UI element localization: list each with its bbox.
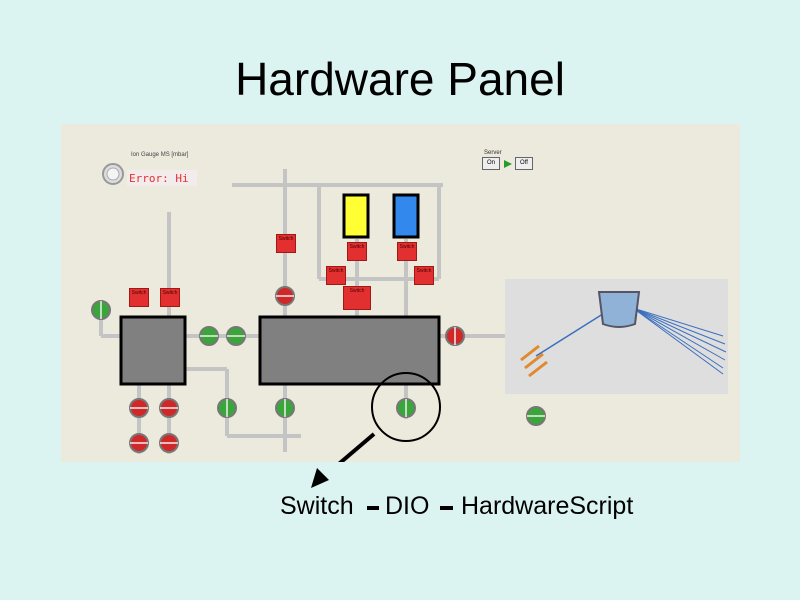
optics-diagram [520,291,727,378]
chamber-left [119,315,187,386]
play-arrow-icon [504,160,512,168]
hardware-panel: Ion Gauge MS [mbar] Error: Hi Server On … [61,124,740,462]
switch-button[interactable]: Switch [414,266,434,285]
switch-button[interactable]: Switch [343,286,371,310]
valve-icon[interactable] [275,286,295,306]
gauge-label: Ion Gauge MS [mbar] [131,152,189,158]
valve-icon[interactable] [526,406,546,426]
server-off-button[interactable]: Off [515,157,533,170]
valve-icon[interactable] [129,433,149,453]
highlight-circle-icon [371,372,441,442]
caption-dash [367,506,379,510]
valve-icon[interactable] [396,398,416,418]
lamp-blue [392,193,420,239]
valve-icon[interactable] [275,398,295,418]
valve-icon[interactable] [226,326,246,346]
caption-dash [440,506,453,510]
valve-icon[interactable] [159,398,179,418]
error-readout: Error: Hi [129,172,189,185]
slide-title: Hardware Panel [235,53,565,105]
arrow-head-icon [311,468,329,488]
arrow-icon [338,432,376,462]
caption-dio: DIO [385,492,430,520]
valve-icon[interactable] [159,433,179,453]
gauge-readout [127,170,197,186]
power-knob-icon[interactable] [102,163,124,185]
lamp-yellow [342,193,370,239]
switch-button[interactable]: Switch [160,288,180,307]
valve-icon[interactable] [199,326,219,346]
switch-button[interactable]: Switch [276,234,296,253]
switch-button[interactable]: Switch [129,288,149,307]
panel-diagram [91,160,728,462]
switch-button[interactable]: Switch [347,242,367,261]
valve-icon[interactable] [445,326,465,346]
switch-button[interactable]: Switch [326,266,346,285]
valves[interactable] [91,286,546,453]
server-label: Server [484,150,502,156]
caption-switch: Switch [280,492,354,520]
caption-hardwarescript: HardwareScript [461,492,634,520]
arrow-head [311,468,329,488]
valve-icon[interactable] [217,398,237,418]
switch-button[interactable]: Switch [397,242,417,261]
valve-icon[interactable] [129,398,149,418]
valve-icon[interactable] [91,300,111,320]
server-on-button[interactable]: On [482,157,500,170]
